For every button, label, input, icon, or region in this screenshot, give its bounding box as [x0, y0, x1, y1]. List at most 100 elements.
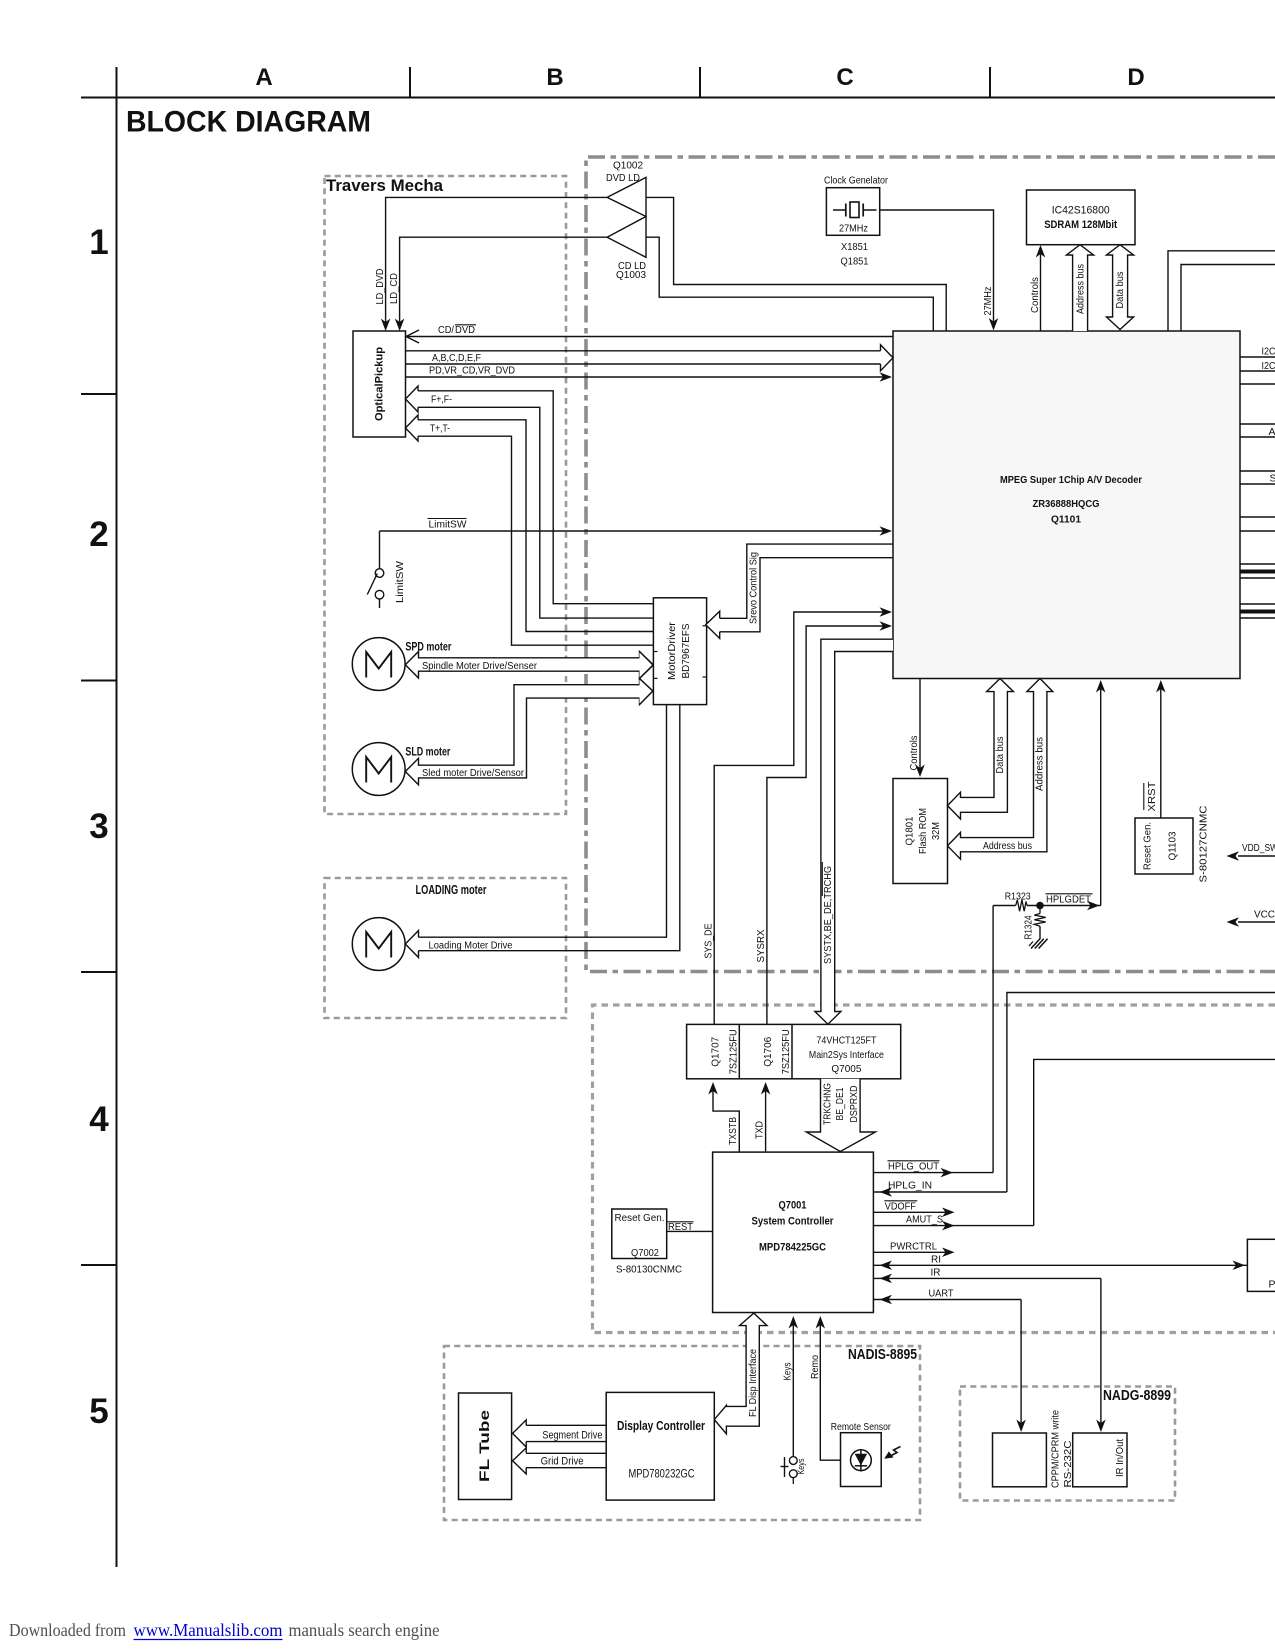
svg-text:TXD: TXD [754, 1121, 765, 1139]
svg-text:Display Controller: Display Controller [617, 1419, 705, 1433]
svg-text:SDRAM 128Mbit: SDRAM 128Mbit [1044, 219, 1117, 231]
svg-text:Address bus: Address bus [1076, 264, 1087, 314]
svg-text:NADG-8899: NADG-8899 [1103, 1388, 1171, 1404]
svg-text:Remote Sensor: Remote Sensor [831, 1421, 891, 1433]
svg-text:D: D [1127, 64, 1144, 91]
svg-text:2: 2 [89, 515, 108, 554]
svg-text:MPD784225GC: MPD784225GC [759, 1242, 826, 1254]
svg-text:RS-232C: RS-232C [1063, 1441, 1074, 1488]
svg-text:Main2Sys Interface: Main2Sys Interface [809, 1049, 884, 1061]
svg-text:Keys: Keys [783, 1363, 794, 1381]
svg-text:Loading Moter Drive: Loading Moter Drive [429, 941, 513, 952]
svg-text:DSPRXD: DSPRXD [849, 1086, 860, 1123]
svg-text:SLD moter: SLD moter [405, 745, 450, 759]
svg-text:X1851: X1851 [841, 241, 868, 253]
svg-text:Data bus: Data bus [995, 737, 1006, 774]
svg-text:F+,F-: F+,F- [431, 395, 452, 406]
svg-text:Spindle Moter Drive/Senser: Spindle Moter Drive/Senser [422, 661, 538, 672]
svg-text:Reset Gen.: Reset Gen. [1143, 822, 1154, 870]
svg-text:T+,T-: T+,T- [430, 424, 450, 435]
svg-text:Address bus: Address bus [983, 841, 1032, 852]
svg-text:S-80130CNMC: S-80130CNMC [616, 1264, 682, 1276]
svg-text:Address bus: Address bus [1035, 737, 1046, 791]
svg-text:OpticalPickup: OpticalPickup [374, 347, 386, 421]
svg-text:Q7005: Q7005 [831, 1063, 861, 1075]
svg-text:Clock Genelator: Clock Genelator [824, 175, 888, 187]
svg-text:BLOCK DIAGRAM: BLOCK DIAGRAM [126, 106, 371, 139]
svg-text:Remo: Remo [810, 1355, 821, 1379]
svg-text:REST: REST [668, 1222, 693, 1233]
svg-text:TXSTB: TXSTB [728, 1117, 739, 1145]
svg-text:5: 5 [89, 1392, 108, 1431]
svg-text:System Controller: System Controller [752, 1216, 835, 1228]
svg-text:Data bus: Data bus [1115, 272, 1126, 309]
svg-text:S: S [1270, 473, 1275, 485]
svg-text:Grid Drive: Grid Drive [541, 1456, 584, 1468]
svg-text:Srevo Control Sig: Srevo Control Sig [748, 552, 759, 624]
svg-text:Q1801: Q1801 [904, 816, 916, 845]
svg-text:I2C: I2C [1262, 360, 1275, 372]
svg-text:R1324: R1324 [1023, 915, 1034, 939]
svg-text:LimitSW: LimitSW [429, 520, 468, 531]
svg-text:Q1103: Q1103 [1168, 831, 1179, 860]
svg-text:Sled moter Drive/Sensor: Sled moter Drive/Sensor [422, 768, 525, 779]
svg-text:IR: IR [931, 1268, 941, 1279]
svg-text:Controls: Controls [1030, 277, 1041, 313]
svg-text:Segment Drive: Segment Drive [542, 1429, 602, 1441]
svg-text:LD_DVD: LD_DVD [375, 269, 386, 305]
svg-text:A: A [1269, 426, 1275, 438]
svg-text:Q1002: Q1002 [613, 160, 643, 172]
svg-text:HPLGDET: HPLGDET [1046, 895, 1091, 906]
svg-text:Q7001: Q7001 [779, 1200, 807, 1212]
svg-text:7SZ125FU: 7SZ125FU [780, 1029, 792, 1074]
svg-text:LimitSW: LimitSW [395, 560, 406, 603]
svg-text:FL Disp Interface: FL Disp Interface [748, 1349, 759, 1417]
svg-text:B: B [546, 64, 563, 91]
svg-text:Keys: Keys [796, 1458, 807, 1474]
svg-text:HPLG_IN: HPLG_IN [888, 1181, 932, 1192]
svg-text:DVD: DVD [455, 325, 475, 336]
svg-text:DVD LD: DVD LD [606, 172, 640, 184]
svg-text:Reset Gen.: Reset Gen. [615, 1212, 665, 1224]
svg-text:Travers Mecha: Travers Mecha [326, 177, 444, 195]
svg-text:P: P [1269, 1279, 1275, 1291]
svg-text:CD LD: CD LD [618, 260, 646, 272]
svg-text:R1323: R1323 [1005, 892, 1031, 903]
svg-text:ZR36888HQCG: ZR36888HQCG [1033, 499, 1100, 510]
svg-text:C: C [836, 64, 853, 91]
svg-text:NADIS-8895: NADIS-8895 [848, 1347, 917, 1363]
svg-text:VDD_SW: VDD_SW [1242, 843, 1275, 854]
svg-text:BE_DE1: BE_DE1 [835, 1087, 846, 1120]
svg-text:1: 1 [89, 223, 108, 262]
svg-text:HPLG_OUT: HPLG_OUT [888, 1162, 939, 1173]
svg-text:MPEG Super 1Chip A/V Decoder: MPEG Super 1Chip A/V Decoder [1000, 475, 1142, 486]
svg-text:PWRCTRL: PWRCTRL [890, 1242, 937, 1253]
svg-text:FL Tube: FL Tube [477, 1409, 492, 1482]
svg-text:Flash ROM: Flash ROM [917, 808, 929, 854]
svg-text:MotorDriver: MotorDriver [666, 621, 678, 680]
svg-text:27MHz: 27MHz [839, 223, 868, 235]
svg-text:SPD moter: SPD moter [405, 640, 451, 654]
svg-text:Q1707: Q1707 [710, 1037, 722, 1067]
svg-text:AMUT_S: AMUT_S [906, 1215, 943, 1226]
svg-text:UART: UART [929, 1289, 954, 1300]
svg-text:S-80127CNMC: S-80127CNMC [1198, 805, 1210, 882]
svg-text:manuals search engine: manuals search engine [289, 1620, 440, 1640]
svg-text:I2C: I2C [1262, 346, 1275, 358]
svg-text:Q1003: Q1003 [616, 269, 646, 281]
svg-text:XRST: XRST [1147, 782, 1158, 812]
svg-text:Q1101: Q1101 [1051, 515, 1081, 526]
svg-text:IC42S16800: IC42S16800 [1052, 205, 1110, 217]
svg-text:4: 4 [89, 1100, 109, 1139]
svg-text:SYS_DE: SYS_DE [703, 923, 714, 958]
svg-text:3: 3 [89, 807, 108, 846]
svg-text:www.Manualslib.com: www.Manualslib.com [134, 1620, 283, 1640]
svg-text:74VHCT125FT: 74VHCT125FT [816, 1035, 876, 1047]
svg-text:CD/: CD/ [438, 325, 454, 336]
svg-text:PD,VR_CD,VR_DVD: PD,VR_CD,VR_DVD [429, 366, 515, 377]
svg-text:RI: RI [931, 1255, 941, 1266]
svg-text:BD7967EFS: BD7967EFS [680, 624, 692, 679]
svg-text:SYSRX: SYSRX [756, 929, 767, 962]
svg-text:32M: 32M [930, 822, 942, 840]
svg-text:A,B,C,D,E,F: A,B,C,D,E,F [432, 353, 481, 364]
